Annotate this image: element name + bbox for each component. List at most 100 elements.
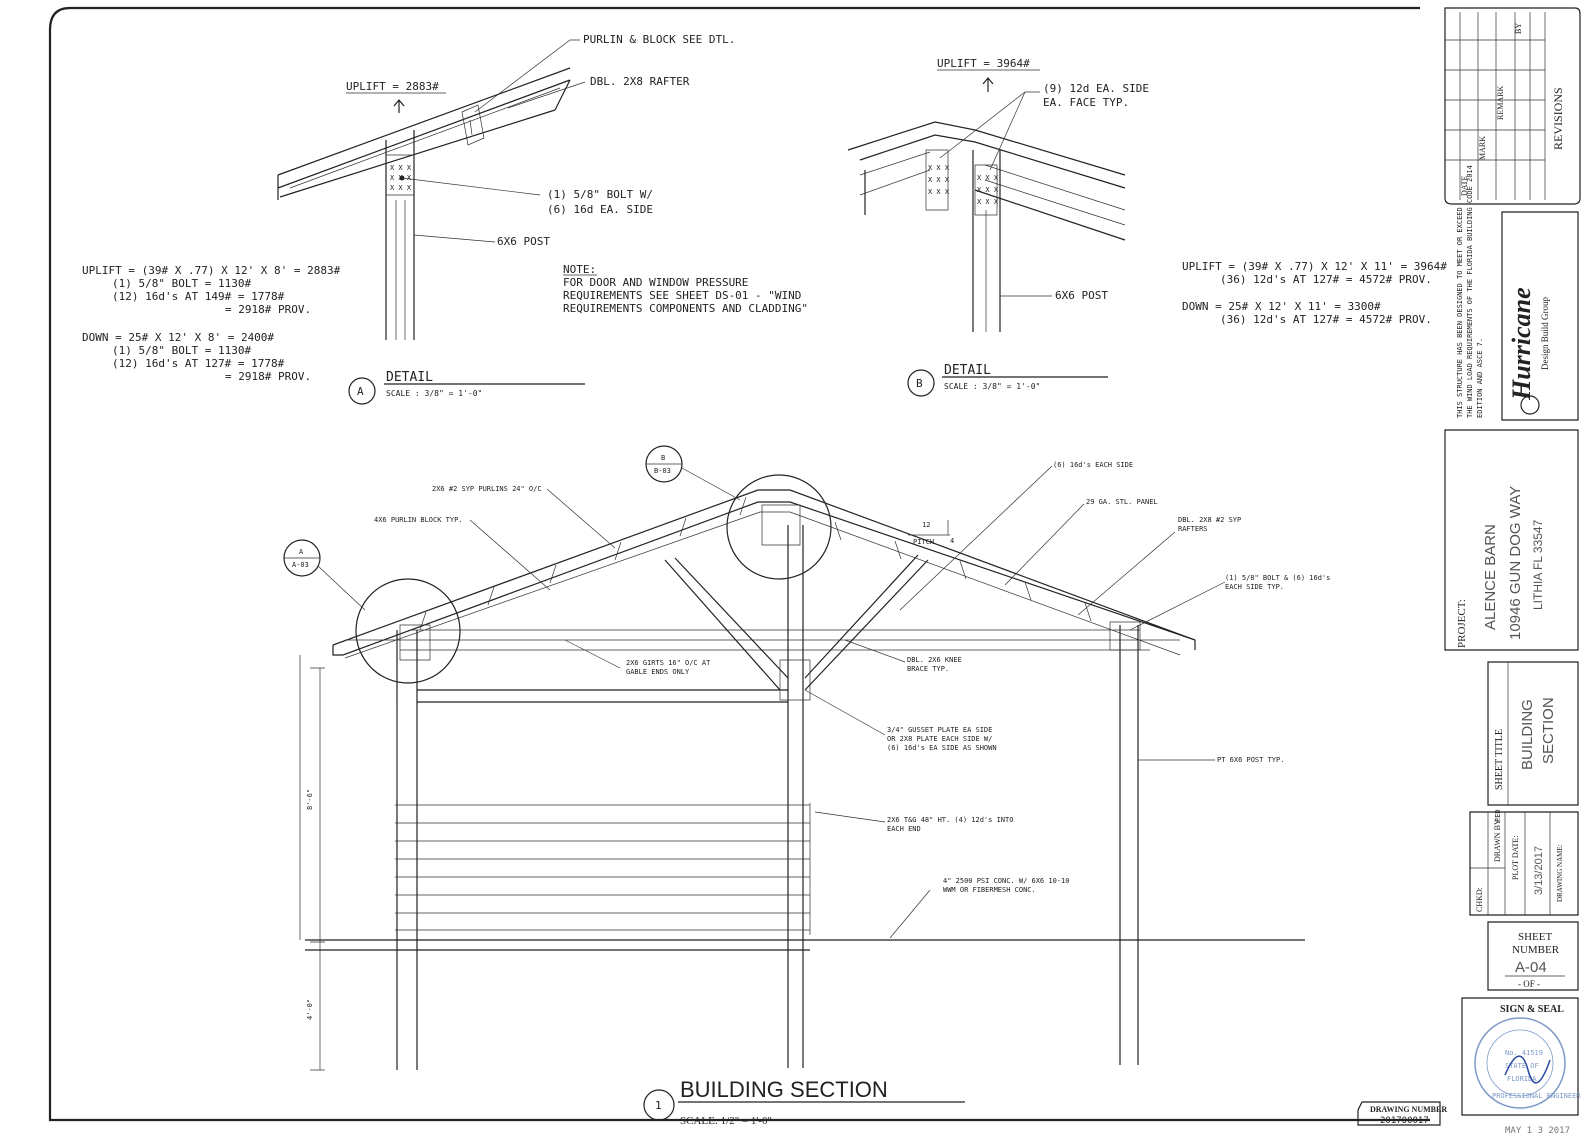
uplift-arrow-icon — [393, 99, 405, 113]
sheet-title-line-2: SECTION — [1540, 697, 1557, 764]
svg-text:X X X: X X X — [977, 186, 999, 194]
signature-icon — [1504, 1055, 1551, 1084]
detail-b-scale: SCALE : 3/8" = 1'-0" — [944, 382, 1040, 391]
callout-purlin-block: PURLIN & BLOCK SEE DTL. — [583, 33, 735, 46]
svg-text:DRAWN BY:: DRAWN BY: — [1493, 818, 1502, 862]
callout-purlins: 2X6 #2 SYP PURLINS 24" O/C — [432, 485, 542, 493]
calc-b-3: (36) 12d's AT 127# = 4572# PROV. — [1220, 313, 1432, 326]
calc-a-1: (1) 5/8" BOLT = 1130# — [112, 277, 251, 290]
svg-text:X X X: X X X — [928, 164, 950, 172]
callout-dbl-rafter: DBL. 2X8 RAFTER — [590, 75, 690, 88]
project-city: LITHIA FL 33547 — [1531, 519, 1545, 610]
svg-text:MARK: MARK — [1478, 136, 1487, 160]
callout-dbl-2x8: DBL. 2X8 #2 SYP — [1178, 516, 1241, 524]
callout-knee-brace: DBL. 2X6 KNEE — [907, 656, 962, 664]
code-note: THIS STRUCTURE HAS BEEN DESIGNED TO MEET… — [1456, 207, 1464, 418]
callout-concrete: 4" 2500 PSI CONC. W/ 6X6 10-10 — [943, 877, 1069, 885]
svg-text:REMARK: REMARK — [1496, 86, 1505, 120]
drawing-number-label: DRAWING NUMBER — [1370, 1105, 1447, 1114]
building-section-scale: SCALE: 1/2" = 1'-0" — [680, 1115, 772, 1127]
callout-gusset: 3/4" GUSSET PLATE EA SIDE — [887, 726, 992, 734]
svg-text:THE WIND LOAD REQUIREMENTS OF: THE WIND LOAD REQUIREMENTS OF THE FLORID… — [1466, 165, 1474, 418]
svg-text:STATE OF: STATE OF — [1505, 1062, 1539, 1070]
svg-text:A: A — [299, 548, 304, 556]
svg-text:B: B — [661, 454, 665, 462]
svg-text:X X X: X X X — [390, 184, 412, 192]
detail-a-callout-circle — [355, 578, 461, 684]
engineer-seal-icon — [1474, 1017, 1566, 1109]
firm-name: Hurricane — [1507, 287, 1536, 401]
project-name: ALENCE BARN — [1482, 524, 1499, 630]
callout-purlin-block: 4X6 PURLIN BLOCK TYP. — [374, 516, 463, 524]
dim-4-0: 4'-0" — [306, 999, 314, 1020]
callout-pt-post: PT 6X6 POST TYP. — [1217, 756, 1284, 764]
svg-text:X X X: X X X — [928, 176, 950, 184]
svg-text:1: 1 — [655, 1099, 662, 1112]
calc-a-0: UPLIFT = (39# X .77) X 12' X 8' = 2883# — [82, 264, 341, 277]
calc-a-3: = 2918# PROV. — [225, 303, 311, 316]
callout-tg: 2X6 T&G 48" HT. (4) 12d's INTO — [887, 816, 1013, 824]
detail-b-title: DETAIL — [944, 363, 991, 378]
uplift-arrow-icon — [982, 77, 994, 92]
svg-text:EACH END: EACH END — [887, 825, 921, 833]
section-title-marker — [643, 1089, 675, 1121]
svg-text:RAFTERS: RAFTERS — [1178, 525, 1208, 533]
pitch-label: PITCH — [913, 538, 934, 546]
svg-text:X X X: X X X — [928, 188, 950, 196]
svg-text:No. 41519: No. 41519 — [1505, 1049, 1543, 1057]
pitch-run: 4 — [950, 537, 954, 545]
svg-text:FOR DOOR AND WINDOW PRESSURE: FOR DOOR AND WINDOW PRESSURE — [563, 276, 748, 289]
detail-marker-a — [348, 377, 376, 405]
callout-16d: (6) 16d EA. SIDE — [547, 203, 653, 216]
svg-text:PLOT DATE:: PLOT DATE: — [1511, 835, 1520, 880]
svg-text:EACH SIDE TYP.: EACH SIDE TYP. — [1225, 583, 1284, 591]
drawing-number: 201700017 — [1380, 1116, 1429, 1126]
calc-b-1: (36) 12d's AT 127# = 4572# PROV. — [1220, 273, 1432, 286]
detail-b-callout-circle — [726, 474, 832, 580]
svg-text:DRAWING NAME:: DRAWING NAME: — [1556, 844, 1564, 902]
svg-text:A: A — [357, 385, 364, 398]
svg-text:B: B — [916, 377, 923, 390]
callout-bolt: (1) 5/8" BOLT W/ — [547, 188, 653, 201]
calc-a-4: DOWN = 25# X 12' X 8' = 2400# — [82, 331, 274, 344]
callout-girts: 2X6 GIRTS 16" O/C AT — [626, 659, 711, 667]
callout-16d-each-side: (6) 16d's EACH SIDE — [1053, 461, 1133, 469]
hurricane-logo-icon — [1520, 395, 1540, 415]
drawn-by: FED — [1494, 809, 1502, 822]
svg-text:B-03: B-03 — [654, 467, 671, 475]
number-label: NUMBER — [1512, 944, 1560, 956]
svg-text:WWM OR FIBERMESH CONC.: WWM OR FIBERMESH CONC. — [943, 886, 1036, 894]
calc-b-0: UPLIFT = (39# X .77) X 12' X 11' = 3964# — [1182, 260, 1447, 273]
project-address: 10946 GUN DOG WAY — [1507, 486, 1524, 640]
svg-text:X X X: X X X — [390, 164, 412, 172]
svg-text:A-03: A-03 — [292, 561, 309, 569]
detail-marker-b — [907, 369, 935, 397]
detail-b: UPLIFT = 3964# X X XX X XX X X X X XX X … — [847, 57, 1447, 397]
detail-b-uplift: UPLIFT = 3964# — [937, 57, 1030, 70]
callout-ea-face: EA. FACE TYP. — [1043, 96, 1129, 109]
title-block: DATE MARK REMARK BY REVISIONS Hurricane … — [1357, 7, 1581, 1136]
calc-a-6: (12) 16d's AT 127# = 1778# — [112, 357, 285, 370]
building-section: A A-03 B B-03 12 PITCH 4 2X6 #2 SYP PURL… — [283, 445, 1330, 1127]
detail-a-title: DETAIL — [386, 370, 433, 385]
calc-b-2: DOWN = 25# X 12' X 11' = 3300# — [1182, 300, 1381, 313]
sheet-label: SHEET — [1518, 931, 1553, 943]
svg-text:REQUIREMENTS SEE SHEET DS-01 -: REQUIREMENTS SEE SHEET DS-01 - "WIND — [563, 289, 801, 302]
callout-12d: (9) 12d EA. SIDE — [1043, 82, 1149, 95]
calc-a-5: (1) 5/8" BOLT = 1130# — [112, 344, 251, 357]
callout-stl-panel: 29 GA. STL. PANEL — [1086, 498, 1158, 506]
svg-text:DATE: DATE — [1460, 175, 1469, 196]
wind-note: NOTE: FOR DOOR AND WINDOW PRESSURE REQUI… — [563, 263, 808, 315]
svg-text:REQUIREMENTS COMPONENTS AND CL: REQUIREMENTS COMPONENTS AND CLADDING" — [563, 302, 808, 315]
svg-text:EDITION AND ASCE 7.: EDITION AND ASCE 7. — [1476, 338, 1484, 418]
pitch-rise: 12 — [922, 521, 930, 529]
sheet-title-label: SHEET TITLE — [1494, 729, 1505, 790]
callout-6x6-post-b: 6X6 POST — [1055, 289, 1108, 302]
seal-date: MAY 1 3 2017 — [1505, 1126, 1570, 1136]
svg-text:(6) 16d's EA SIDE AS SHOWN: (6) 16d's EA SIDE AS SHOWN — [887, 744, 997, 752]
detail-a: UPLIFT = 2883# X X X X X X X X X PURLIN … — [82, 33, 735, 405]
detail-a-uplift: UPLIFT = 2883# — [346, 80, 439, 93]
revisions-label: REVISIONS — [1551, 87, 1565, 150]
dim-8-6: 8'-6" — [306, 789, 314, 810]
